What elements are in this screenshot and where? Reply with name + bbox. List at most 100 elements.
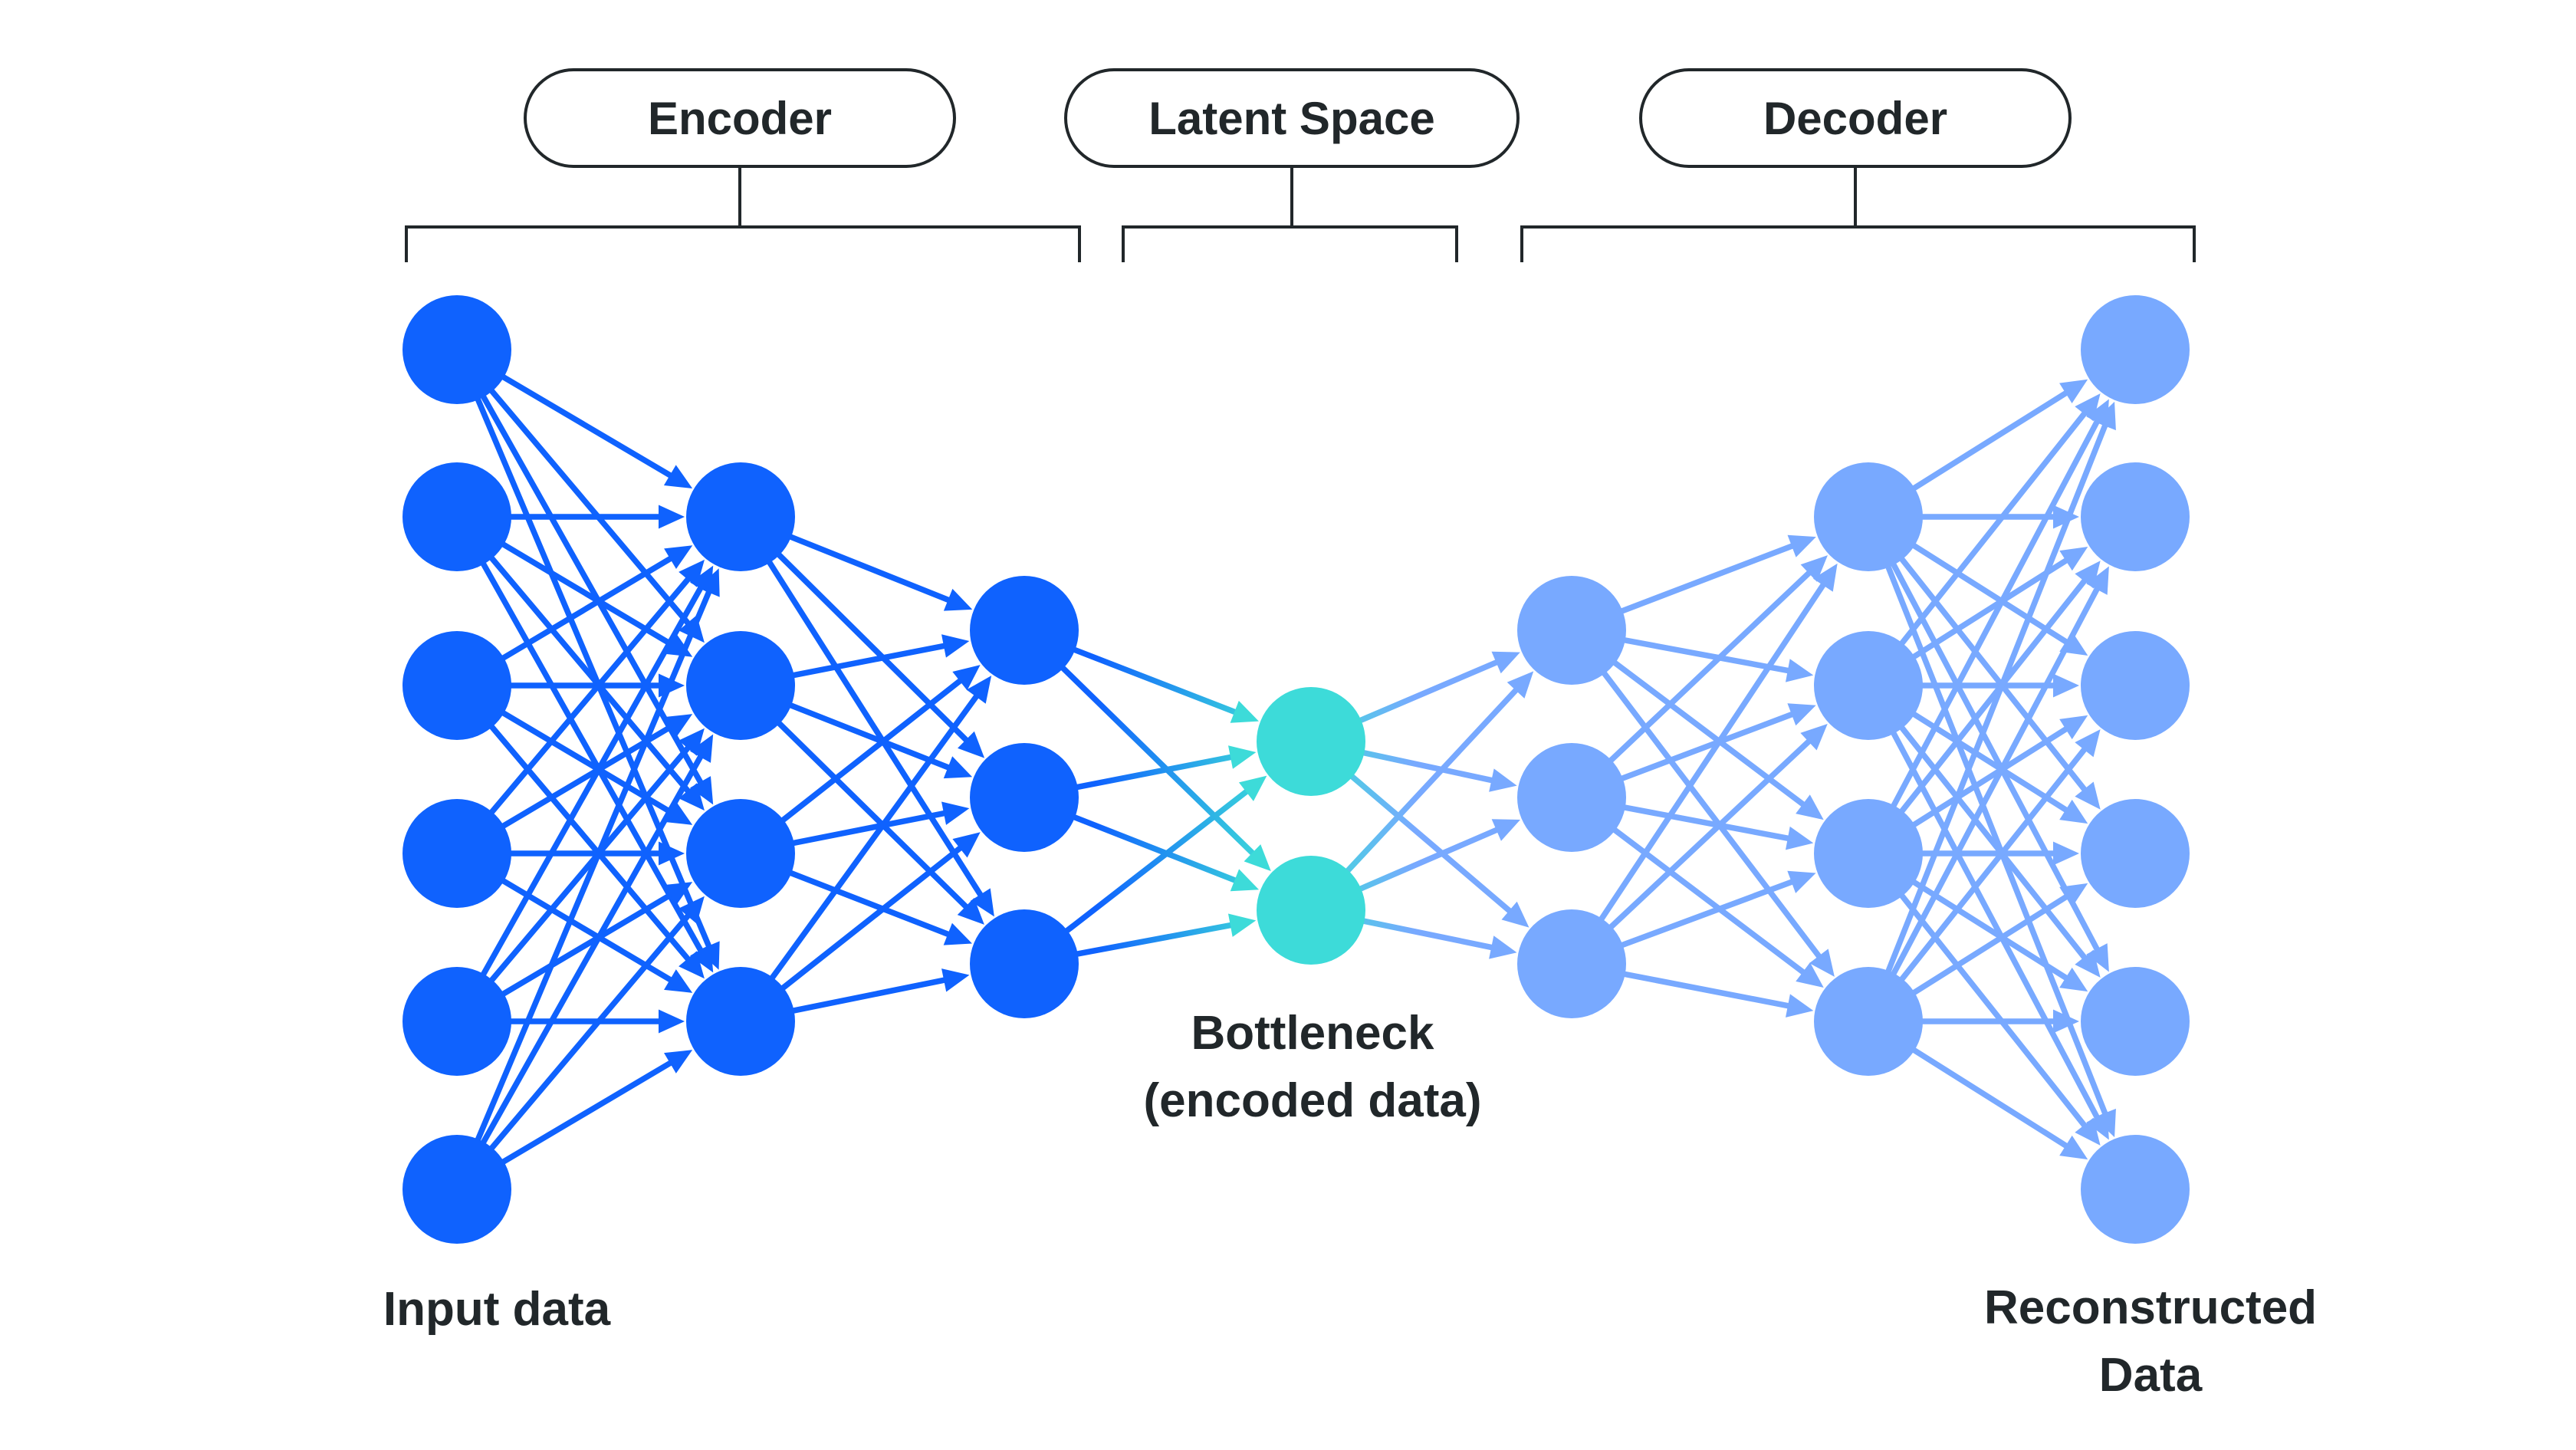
arrowhead-icon: [1227, 913, 1257, 937]
arrowhead-icon: [943, 588, 973, 611]
arrowhead-icon: [1238, 775, 1267, 801]
arrowhead-icon: [1787, 870, 1816, 893]
input-node-6: [402, 1135, 511, 1244]
arrowhead-icon: [970, 888, 994, 917]
node-layer: [402, 295, 2190, 1244]
enc-hidden-2-node-1: [970, 576, 1079, 685]
enc-hidden-1-node-2: [686, 631, 795, 740]
input-data-label: Input data: [383, 1283, 611, 1336]
arrowhead-icon: [941, 968, 970, 992]
arrowhead-icon: [664, 969, 693, 993]
reconstructed-label: Reconstructed: [1984, 1281, 2317, 1334]
arrowhead-icon: [941, 801, 970, 825]
arrowhead-icon: [678, 951, 705, 979]
arrowhead-icon: [958, 731, 985, 758]
arrowhead-icon: [2075, 949, 2101, 978]
edge-input-6-to-enc-hidden-1-3: [455, 909, 694, 1192]
output-node-1: [2081, 295, 2190, 404]
arrowhead-icon: [659, 673, 685, 698]
edge-dec-hidden-2-2-to-output-1: [1866, 407, 2091, 688]
edge-dec-hidden-2-4-to-output-3: [1866, 743, 2091, 1024]
arrowhead-icon: [1785, 826, 1814, 850]
edge-dec-hidden-2-2-to-output-5: [1866, 683, 2091, 964]
enc-hidden-1-node-1: [686, 462, 795, 571]
arrowhead-icon: [1506, 671, 1534, 699]
arrowhead-icon: [1491, 651, 1520, 674]
arrowhead-icon: [689, 734, 714, 763]
arrowhead-icon: [1230, 700, 1259, 723]
edge-input-5-to-enc-hidden-1-1: [454, 581, 706, 1023]
arrowhead-icon: [1796, 962, 1824, 988]
dec-hidden-1-node-2: [1517, 743, 1626, 852]
arrowhead-icon: [1787, 703, 1816, 726]
edge-enc-hidden-1-4-to-enc-hidden-2-1: [738, 689, 982, 1024]
input-node-5: [402, 967, 511, 1076]
latent-space-pill: [1064, 68, 1520, 168]
input-node-3: [402, 631, 511, 740]
bottleneck-label: Bottleneck: [1191, 1007, 1434, 1060]
arrowhead-icon: [689, 776, 714, 805]
edge-input-1-to-enc-hidden-1-2: [455, 347, 694, 630]
edge-dec-hidden-1-1-to-dec-hidden-2-4: [1569, 628, 1825, 963]
arrowhead-icon: [1809, 949, 1835, 977]
output-node-6: [2081, 1135, 2190, 1244]
arrowhead-icon: [2075, 1117, 2101, 1146]
arrowhead-icon: [2086, 1111, 2109, 1140]
arrowhead-icon: [2086, 943, 2109, 972]
arrowhead-icon: [1786, 994, 1814, 1018]
arrowhead-icon: [1812, 563, 1838, 592]
arrowhead-icon: [678, 615, 705, 643]
edge-input-6-to-enc-hidden-1-2: [454, 750, 706, 1191]
decoder-bracket: [1520, 225, 2196, 262]
arrowhead-icon: [1244, 844, 1271, 872]
arrowhead-icon: [957, 898, 984, 925]
arrowhead-icon: [943, 922, 972, 945]
arrowhead-icon: [2059, 379, 2088, 403]
edge-input-3-to-enc-hidden-1-4: [455, 683, 694, 965]
edge-dec-hidden-2-1-to-output-4: [1866, 515, 2091, 796]
edge-enc-hidden-1-1-to-enc-hidden-2-3: [738, 515, 987, 902]
arrowhead-icon: [2059, 883, 2088, 908]
reconstructed-label: Data: [2099, 1349, 2203, 1402]
dec-hidden-2-node-3: [1814, 799, 1923, 908]
arrowhead-icon: [2094, 401, 2116, 431]
input-node-1: [402, 295, 511, 404]
decoder-pill: [1639, 68, 2072, 168]
bottleneck-node-2: [1257, 856, 1365, 965]
dec-hidden-2-node-1: [1814, 462, 1923, 571]
arrowhead-icon: [659, 505, 685, 529]
input-node-4: [402, 799, 511, 908]
arrowhead-icon: [1796, 794, 1824, 820]
edge-dec-hidden-1-3-to-dec-hidden-2-2: [1569, 735, 1815, 966]
dec-hidden-2-node-4: [1814, 967, 1923, 1076]
enc-hidden-2-node-3: [970, 909, 1079, 1018]
output-node-5: [2081, 967, 2190, 1076]
arrowhead-icon: [1489, 768, 1517, 792]
encoder-pill: [524, 68, 956, 168]
arrowhead-icon: [663, 465, 693, 488]
arrowhead-icon: [966, 676, 992, 704]
arrowhead-icon: [1787, 534, 1816, 557]
arrowhead-icon: [1228, 745, 1257, 769]
arrowhead-icon: [2053, 1009, 2079, 1034]
output-node-3: [2081, 631, 2190, 740]
edge-dec-hidden-1-2-to-dec-hidden-2-1: [1569, 567, 1815, 800]
edge-dec-hidden-2-2-to-output-6: [1865, 684, 2102, 1124]
arrowhead-icon: [664, 1050, 693, 1074]
arrowhead-icon: [664, 882, 693, 906]
arrowhead-icon: [2059, 715, 2088, 740]
enc-hidden-1-node-3: [686, 799, 795, 908]
arrowhead-icon: [664, 545, 693, 570]
encoder-pill-label: Encoder: [648, 93, 832, 144]
arrowhead-icon: [2059, 799, 2088, 824]
edge-dec-hidden-2-4-to-output-2: [1865, 582, 2103, 1023]
arrowhead-icon: [2075, 729, 2101, 758]
arrowhead-icon: [2059, 547, 2088, 571]
edge-dec-hidden-2-3-to-output-2: [1866, 574, 2091, 856]
arrowhead-icon: [952, 665, 981, 691]
output-node-2: [2081, 462, 2190, 571]
arrowhead-icon: [2053, 505, 2079, 529]
arrowhead-icon: [2059, 631, 2088, 656]
edge-input-4-to-enc-hidden-1-1: [455, 573, 695, 856]
